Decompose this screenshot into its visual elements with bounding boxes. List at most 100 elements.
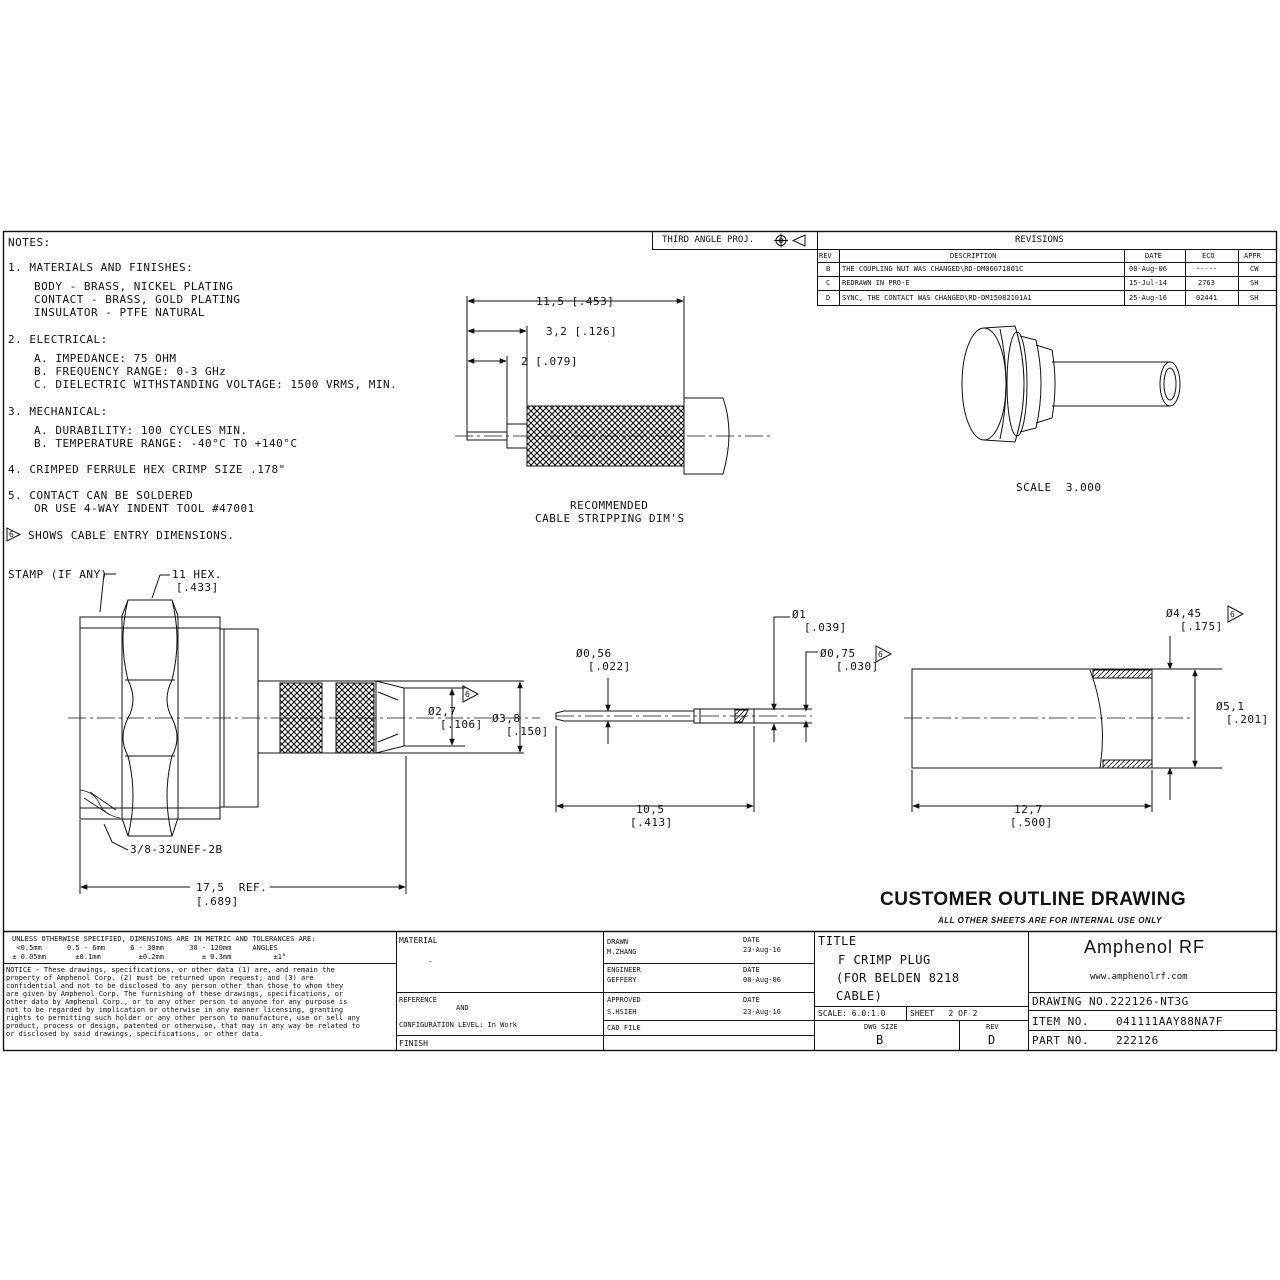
main-dia-2: Ø3,8	[492, 712, 521, 725]
main-length-inch: [.689]	[196, 895, 239, 908]
contact-body-dia: Ø1	[792, 608, 807, 621]
item-no-label: ITEM NO.	[1032, 1015, 1089, 1028]
rev-row-description: SYNC, THE CONTACT WAS CHANGED\RD-DM15082…	[842, 294, 1032, 302]
rev-row-appr: CW	[1250, 265, 1259, 273]
contact-entry-dia-inch: [.030]	[836, 660, 879, 673]
strip-dim-braid: 3,2 [.126]	[546, 325, 618, 338]
approved-label: APPROVED	[607, 996, 641, 1004]
notice-line: not to be regarded by implication or oth…	[6, 1006, 344, 1014]
note-4: 4. CRIMPED FERRULE HEX CRIMP SIZE .178"	[8, 463, 286, 476]
note-1-title: 1. MATERIALS AND FINISHES:	[8, 261, 194, 274]
configuration-level: CONFIGURATION LEVEL: In Work	[399, 1021, 518, 1029]
note-3-b: B. TEMPERATURE RANGE: -40°C TO +140°C	[34, 437, 298, 450]
rev-row-date: 08-Aug-06	[1129, 265, 1167, 273]
thread-label: 3/8-32UNEF-2B	[130, 843, 223, 856]
contact-flag: 6	[878, 650, 883, 659]
strip-caption-2: CABLE STRIPPING DIM'S	[535, 512, 685, 525]
rev-row-date: 15-Jul-14	[1129, 279, 1167, 287]
rev-row-description: THE COUPLING NUT WAS CHANGED\RD-DM060718…	[842, 265, 1024, 273]
hex-inch-label: [.433]	[176, 581, 219, 594]
note-5-a: 5. CONTACT CAN BE SOLDERED	[8, 489, 194, 502]
rev-row-rev: D	[826, 294, 831, 302]
engineer-date-label: DATE	[743, 966, 760, 974]
rev-row-rev: C	[826, 279, 831, 287]
ferrule-inner-dia: Ø4,45	[1166, 607, 1202, 620]
note-3-title: 3. MECHANICAL:	[8, 405, 108, 418]
rev-row-description: REDRAWN IN PRO-E	[842, 279, 910, 287]
iso-scale: SCALE 3.000	[1016, 481, 1102, 494]
contact-tip-dia: Ø0,56	[576, 647, 612, 660]
amphenol-logo-text: Amphenol RF	[1084, 937, 1206, 957]
part-no-value: 222126	[1116, 1034, 1159, 1047]
strip-dim-conductor: 2 [.079]	[521, 355, 578, 368]
title-label: TITLE	[818, 934, 857, 948]
revisions-title: REVISIONS	[1015, 235, 1064, 245]
rev-header-description: DESCRIPTION	[950, 252, 997, 260]
rev-row-eco: -----	[1196, 265, 1218, 273]
rev-header-eco: ECO	[1202, 252, 1215, 260]
note-6: SHOWS CABLE ENTRY DIMENSIONS.	[28, 529, 235, 542]
note-5-b: OR USE 4-WAY INDENT TOOL #47001	[34, 502, 255, 515]
notice-line: or disclosed by said drawings, specifica…	[6, 1030, 264, 1038]
approved-name: S.HSIEH	[607, 1008, 637, 1016]
rev-label: REV	[986, 1023, 999, 1031]
contact-tip-dia-inch: [.022]	[588, 660, 631, 673]
rev-header-appr: APPR	[1244, 252, 1261, 260]
ferrule-outer-dia-inch: [.201]	[1226, 713, 1269, 726]
rev-row-appr: SH	[1250, 294, 1259, 302]
tolerance-ranges: <0.5mm 0.5 - 6mm 6 - 30mm 30 - 120mm ANG…	[8, 944, 278, 952]
customer-outline-title: CUSTOMER OUTLINE DRAWING	[880, 889, 1187, 910]
amphenol-url[interactable]: www.amphenolrf.com	[1090, 972, 1188, 982]
notice-line: are given by Amphenol Corp. The furnishi…	[6, 990, 344, 998]
stamp-label: STAMP (IF ANY)	[8, 568, 108, 581]
projection-label: THIRD ANGLE PROJ.	[662, 235, 755, 245]
part-no-label: PART NO.	[1032, 1034, 1089, 1047]
rev-row-eco: 2763	[1198, 279, 1215, 287]
main-length: 17,5 REF.	[196, 881, 268, 894]
rev-value: D	[988, 1033, 996, 1047]
material-label: MATERIAL	[399, 936, 438, 945]
contact-length: 10,5	[636, 803, 665, 816]
scale-label: SCALE: 6.0:1.0	[818, 1009, 886, 1018]
finish-label: FINISH	[399, 1039, 428, 1048]
drawn-date-label: DATE	[743, 936, 760, 944]
dwg-size-label: DWG SIZE	[864, 1023, 898, 1031]
customer-outline-subtitle: ALL OTHER SHEETS ARE FOR INTERNAL USE ON…	[938, 916, 1162, 925]
sheet-label: SHEET 2 OF 2	[910, 1009, 978, 1018]
note-1-body: BODY - BRASS, NICKEL PLATING	[34, 280, 234, 293]
rev-row-eco: 02441	[1196, 294, 1218, 302]
main-dia-2-inch: [.150]	[506, 725, 549, 738]
main-dia-1-inch: [.106]	[440, 718, 483, 731]
notice-line: product, process or design, patented or …	[6, 1022, 361, 1030]
notice-line: other data by Amphenol Corp., or to any …	[6, 998, 348, 1006]
cad-file-label: CAD FILE	[607, 1024, 641, 1032]
notice-line: NOTICE - These drawings, specifications,…	[6, 966, 335, 974]
contact-body-dia-inch: [.039]	[804, 621, 847, 634]
note-2-c: C. DIELECTRIC WITHSTANDING VOLTAGE: 1500…	[34, 378, 398, 391]
tolerance-values: ± 0.05mm ±0.1mm ±0.2mm ± 0.3mm ±1°	[8, 953, 287, 961]
dwg-size-value: B	[876, 1033, 884, 1047]
ferrule-length: 12,7	[1014, 803, 1043, 816]
engineer-name: GEFFERY	[607, 976, 637, 984]
ferrule-length-inch: [.500]	[1010, 816, 1053, 829]
material-value: -	[428, 957, 433, 966]
title-line-1: F CRIMP PLUG	[838, 953, 931, 967]
strip-caption-1: RECOMMENDED	[570, 499, 649, 512]
rev-header-rev: REV	[819, 252, 832, 260]
strip-dim-overall: 11,5 [.453]	[536, 295, 615, 308]
title-line-2: (FOR BELDEN 8218	[836, 971, 960, 985]
engineer-label: ENGINEER	[607, 966, 641, 974]
note-1-contact: CONTACT - BRASS, GOLD PLATING	[34, 293, 241, 306]
notes-heading: NOTES:	[8, 236, 51, 249]
drawn-date: 23-Aug-16	[743, 946, 781, 954]
and-label: AND	[456, 1004, 469, 1012]
ferrule-inner-dia-inch: [.175]	[1180, 620, 1223, 633]
note-2-b: B. FREQUENCY RANGE: 0-3 GHz	[34, 365, 227, 378]
rev-row-rev: B	[826, 265, 831, 273]
tolerance-heading: UNLESS OTHERWISE SPECIFIED, DIMENSIONS A…	[12, 935, 316, 943]
approved-date: 23-Aug-16	[743, 1008, 781, 1016]
drawn-name: M.ZHANG	[607, 948, 637, 956]
notice-line: rights to permitting such holder or any …	[6, 1014, 361, 1022]
